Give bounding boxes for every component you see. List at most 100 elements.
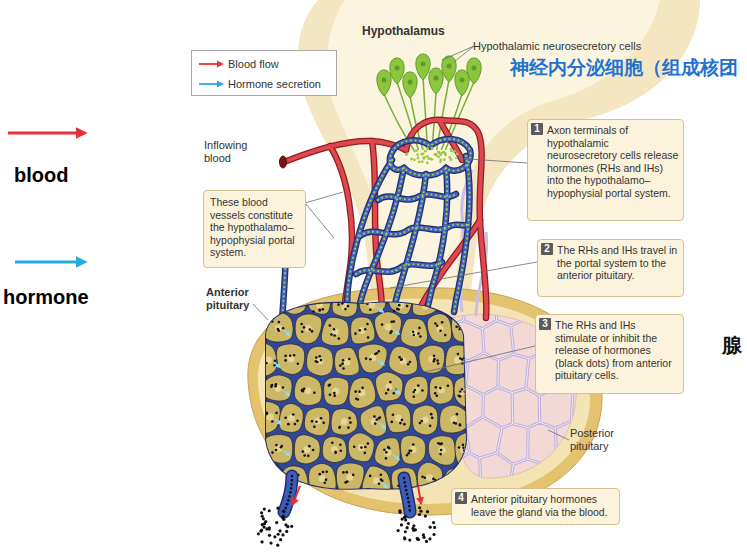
callout-number: 4 <box>455 492 467 504</box>
hormone-dot <box>451 479 454 482</box>
hormone-dot <box>313 391 316 394</box>
callout-text: Axon terminals of hypothalamic neurosecr… <box>528 120 683 203</box>
hormone-dot <box>401 419 404 422</box>
hormone-dot <box>396 308 399 311</box>
hormone-dot <box>440 449 443 452</box>
hormone-dot <box>452 308 455 311</box>
hormone-dot <box>426 298 429 301</box>
hormone-dot <box>278 321 281 324</box>
pituitary-cell <box>262 296 280 316</box>
hormone-dot <box>458 302 461 305</box>
hormone-dot <box>380 473 383 476</box>
hormone-dot <box>461 388 464 391</box>
hormone-dot <box>298 299 301 302</box>
hormone-dot <box>369 358 372 361</box>
neuron-body <box>429 68 443 94</box>
hormone-dot <box>292 413 295 416</box>
hormone-dot <box>318 308 321 311</box>
cell-nucleus <box>454 356 461 363</box>
flow-arrow <box>418 486 421 503</box>
pituitary-cell <box>360 406 386 437</box>
outflow-vessel <box>284 476 410 512</box>
hormone-dot <box>432 521 435 524</box>
hormone-dot <box>325 478 328 481</box>
pituitary-cell <box>308 296 331 315</box>
hormone-dot <box>262 517 265 520</box>
pituitary-cell <box>281 296 306 315</box>
hormone-dot <box>273 364 276 367</box>
hormone-dot <box>270 385 273 388</box>
cell-nucleus <box>265 356 272 363</box>
cell-nucleus <box>343 359 350 366</box>
neurosecretory-cells <box>377 54 481 150</box>
legend-arrow <box>199 83 222 85</box>
hormone-dot <box>294 423 297 426</box>
hormone-dot <box>282 510 285 513</box>
hormone-dot <box>358 329 361 332</box>
hormone-dot <box>434 392 437 395</box>
hormone-dot <box>345 471 348 474</box>
hormone-dot <box>333 394 336 397</box>
hormone-dot <box>301 388 304 391</box>
hormone-dot <box>462 328 465 331</box>
hormone-granule <box>456 153 459 156</box>
neuron-body <box>390 58 404 84</box>
hormone-dot <box>367 442 370 445</box>
hormone-dot <box>282 327 285 330</box>
hormone-dot <box>275 444 278 447</box>
neuron-body <box>467 58 481 84</box>
hormone-dot <box>420 298 423 301</box>
cell-nucleus <box>459 388 466 395</box>
hormone-granule <box>410 158 413 161</box>
callout-box: 1Axon terminals of hypothalamic neurosec… <box>527 119 684 221</box>
hormone-dot <box>432 533 435 536</box>
hormone-dot <box>378 350 381 353</box>
hormone-dots <box>257 506 436 547</box>
hormone-dot <box>374 353 377 356</box>
hormone-dot <box>432 478 435 481</box>
neuron-nucleus <box>395 66 400 71</box>
neuron-nucleus <box>460 78 465 83</box>
pituitary-cell <box>307 346 334 376</box>
hormone-dot <box>337 303 340 306</box>
pituitary-cell <box>304 407 329 436</box>
hormone-dot <box>289 355 292 358</box>
secretion-arrow <box>283 330 289 335</box>
hormone-dot <box>404 530 407 533</box>
legend-arrow <box>199 63 222 65</box>
pituitary-cell <box>261 401 281 433</box>
hormone-dot <box>273 472 276 475</box>
legend-text: hormone <box>3 285 89 309</box>
hormone-dot <box>406 305 409 308</box>
hormone-dot <box>439 330 442 333</box>
cell-nucleus <box>385 323 392 330</box>
pituitary-cell <box>428 436 455 466</box>
hormone-granule <box>426 162 429 165</box>
legend-swatch <box>15 254 96 270</box>
pituitary-cell <box>295 314 322 344</box>
flow-arrow <box>293 486 421 504</box>
hormone-dot <box>453 484 456 487</box>
pituitary-cell <box>263 435 292 464</box>
pituitary-cell <box>263 375 292 401</box>
pituitary-cell <box>412 296 438 316</box>
hormone-dot <box>417 384 420 387</box>
part-label: 腺 <box>722 333 747 357</box>
hormone-dot <box>435 394 438 397</box>
hormone-dot <box>260 511 263 514</box>
hormone-dot <box>437 362 440 365</box>
hormone-dot <box>406 454 409 457</box>
cell-nucleus <box>358 389 365 396</box>
legend-swatch <box>8 125 96 141</box>
hormone-dot <box>365 357 368 360</box>
hormone-dot <box>459 357 462 360</box>
hormone-dot <box>280 446 283 449</box>
pituitary-cell <box>412 405 437 435</box>
hormone-dot <box>333 392 336 395</box>
hormone-dot <box>275 521 278 524</box>
hormone-dot <box>436 359 439 362</box>
hormone-dot <box>265 527 268 530</box>
hormone-dot <box>408 539 411 542</box>
hormone-dot <box>338 426 341 429</box>
pituitary-cell <box>454 377 471 408</box>
